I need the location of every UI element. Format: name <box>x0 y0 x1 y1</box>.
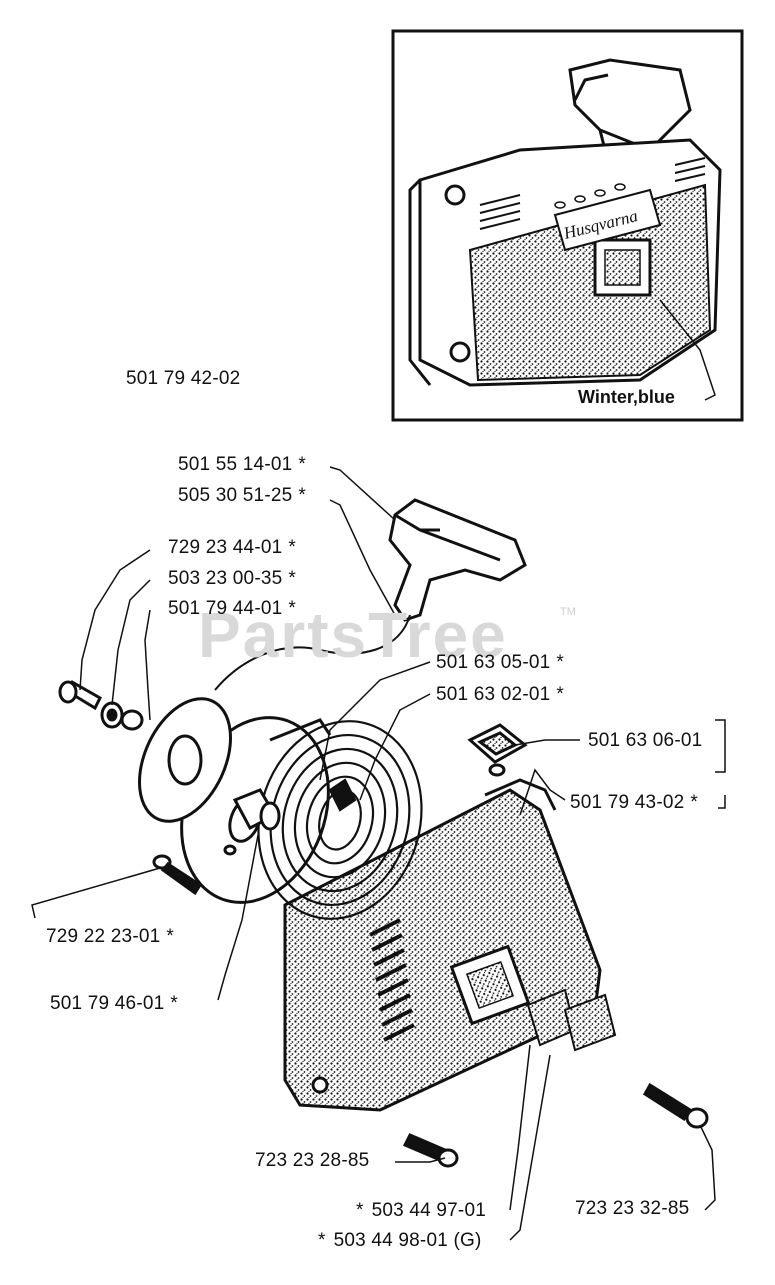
part-label-501-63-05-01: 501 63 05-01* <box>436 652 564 673</box>
pulley-disc-drawing <box>120 697 232 823</box>
bushing-drawing <box>232 788 281 831</box>
leader-lines <box>31 466 726 1241</box>
starter-cover-drawing <box>283 778 617 1112</box>
screw-729-drawing <box>152 854 203 896</box>
part-label-503-23-00-35: 503 23 00-35* <box>168 568 296 589</box>
part-label-503-44-98-01: *503 44 98-01 (G) <box>318 1230 482 1251</box>
part-label-501-79-43-02: 501 79 43-02* <box>570 792 698 813</box>
watermark-tm: TM <box>560 606 576 618</box>
part-label-501-63-06-01: 501 63 06-01 <box>588 730 703 751</box>
starter-rope-drawing <box>214 614 411 691</box>
inset-variant-label: Winter,blue <box>578 387 675 407</box>
kit-part-number: 501 79 42-02 <box>126 368 241 389</box>
inset-winter-cover-drawing <box>408 58 722 387</box>
starter-handle-drawing <box>388 498 527 622</box>
part-label-723-23-28-85: 723 23 28-85 <box>255 1150 370 1171</box>
grommet-drawing <box>467 723 528 777</box>
part-label-729-22-23-01: 729 22 23-01* <box>46 926 174 947</box>
part-label-505-30-51-25: 505 30 51-25* <box>178 485 306 506</box>
watermark-text: PartsTree <box>198 599 508 671</box>
screw-723-32-drawing <box>643 1082 709 1129</box>
part-label-501-55-14-01: 501 55 14-01* <box>178 454 306 475</box>
inset-leader-line <box>659 299 716 401</box>
part-label-501-79-44-01: 501 79 44-01* <box>168 598 296 619</box>
part-label-501-79-46-01: 501 79 46-01* <box>50 993 178 1014</box>
inset-frame <box>391 29 744 422</box>
part-label-723-23-32-85: 723 23 32-85 <box>575 1198 690 1219</box>
bolt-washer-drawing <box>58 680 124 729</box>
part-label-501-63-02-01: 501 63 02-01* <box>436 684 564 705</box>
part-label-503-44-97-01: *503 44 97-01 <box>356 1200 486 1221</box>
part-label-729-23-44-01: 729 23 44-01* <box>168 537 296 558</box>
